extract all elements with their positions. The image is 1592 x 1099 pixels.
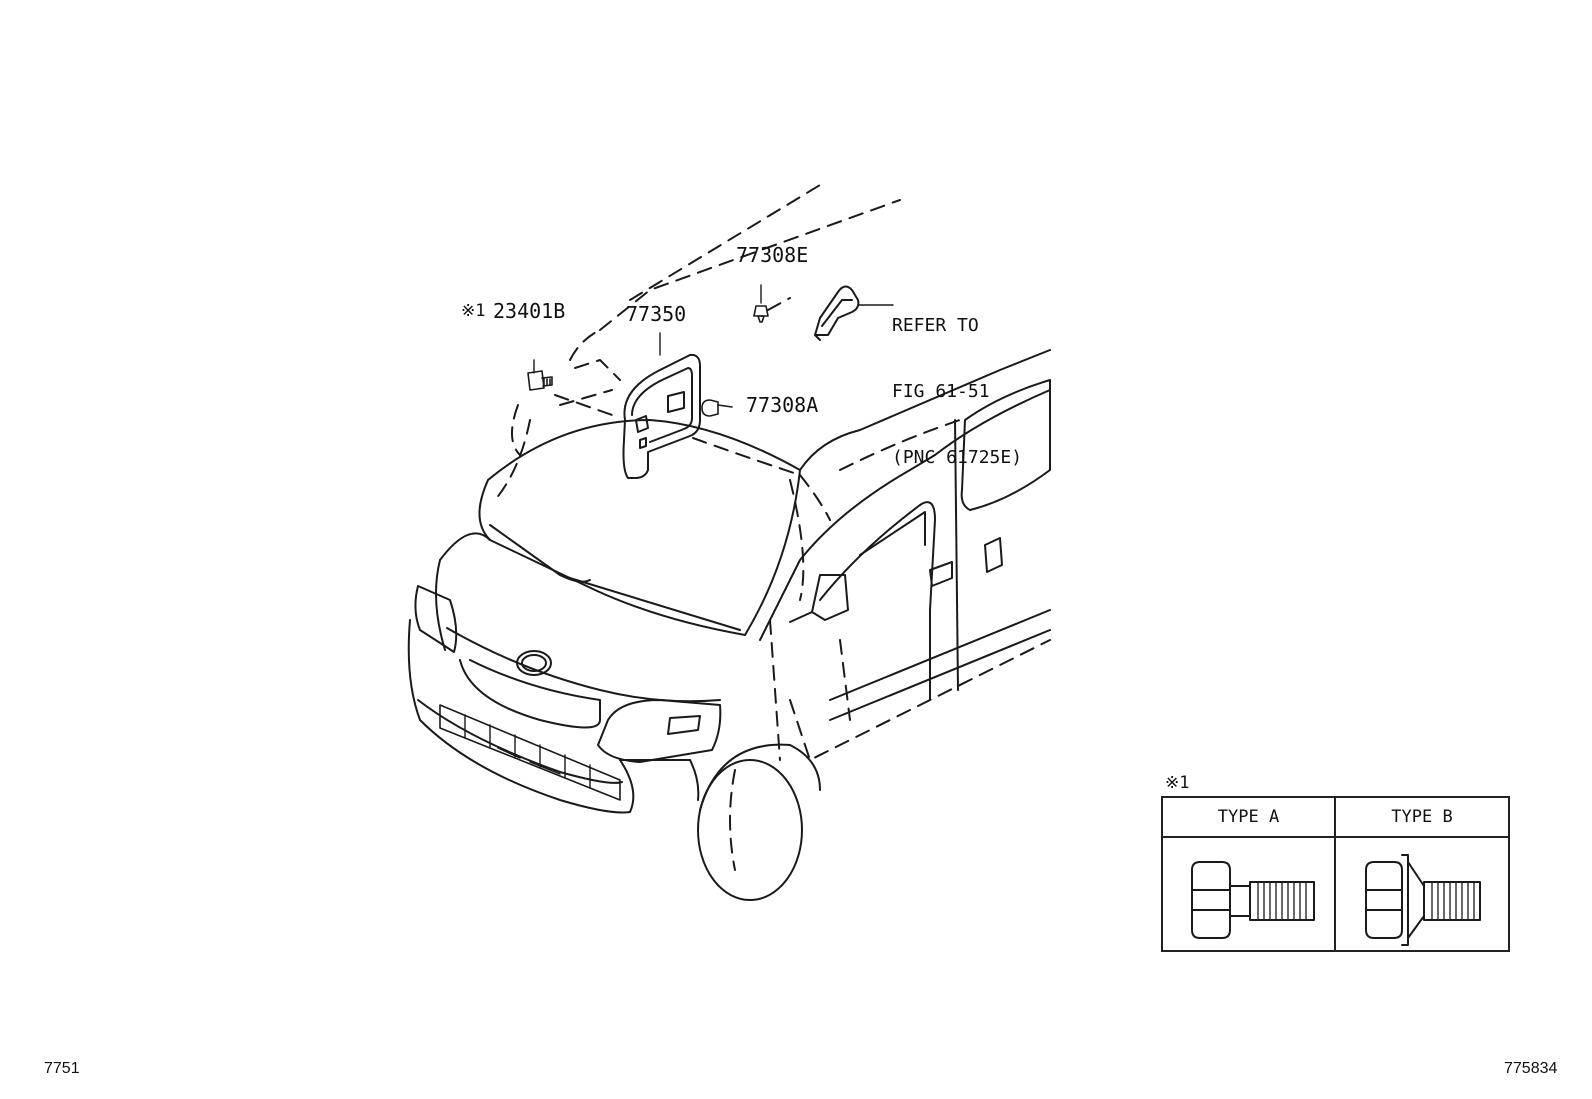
legend-marker: ※1 [1165,773,1190,793]
footer-left-code: 7751 [44,1060,80,1077]
van-outline [407,349,1051,901]
legend-divider [1334,798,1336,950]
clip-e-part-number: 77308E [736,243,809,267]
bracket-icon [622,332,701,479]
legend-header-type-a: TYPE A [1163,798,1334,838]
bolt-type-legend: TYPE A TYPE B [1161,796,1510,952]
reference-note-line2: FIG 61-51 [892,381,990,402]
legend-header-type-b: TYPE B [1336,798,1508,838]
clip-a-part-number: 77308A [746,393,819,417]
clip-icon [753,284,769,323]
bolt-part-number: 23401B [493,299,566,323]
hex-bolt-icon [1191,861,1315,939]
bolt-marker-label: ※1 [461,301,486,321]
reference-note-line1: REFER TO [892,315,979,336]
reference-note: REFER TO FIG 61-51 (PNC 61725E) [892,271,1022,491]
bolt-icon [527,359,553,391]
reference-note-line3: (PNC 61725E) [892,447,1023,468]
clip-icon [701,399,733,417]
bracket-part-number: 77350 [626,302,687,326]
dashed-guides [494,184,1051,871]
pillar-trim-icon [814,285,894,341]
footer-right-code: 775834 [1504,1060,1558,1077]
flange-bolt-icon [1365,854,1481,946]
